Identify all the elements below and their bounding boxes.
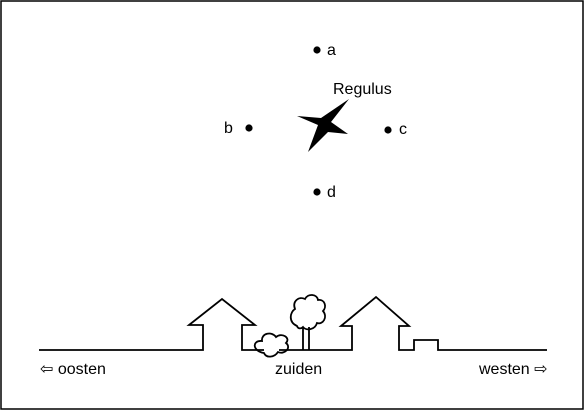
bush [253,332,290,358]
direction-south: zuiden [275,361,322,378]
star-b-label: b [224,120,233,137]
star-a-dot [313,46,321,54]
regulus-label: Regulus [333,81,392,98]
tree-crown [289,294,326,331]
tree-trunk [302,327,310,350]
horizon-skyline [39,294,547,358]
house-right [338,295,547,351]
star-d-dot [313,188,321,196]
direction-east: ⇦ oosten [40,361,106,378]
star-d-label: d [327,184,336,201]
house-left [39,297,264,351]
star-b-dot [245,124,253,132]
regulus-star [297,99,349,152]
star-c-dot [384,126,392,134]
star-a-label: a [327,42,336,59]
direction-west: westen ⇨ [478,361,548,378]
star-c-label: c [399,121,407,138]
